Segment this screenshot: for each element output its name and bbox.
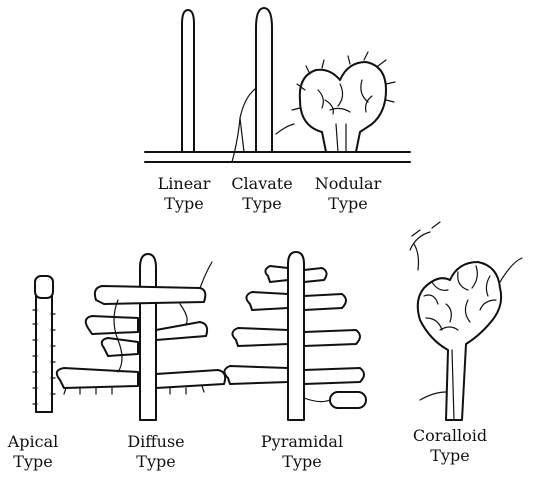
pyramidal-type-drawing	[224, 252, 366, 420]
label-apical-line1: Apical	[0, 432, 66, 452]
label-coralloid-line2: Type	[404, 446, 496, 466]
label-linear-line1: Linear	[150, 174, 218, 194]
top-baseline	[145, 152, 410, 162]
linear-type-drawing	[182, 10, 194, 152]
label-coralloid-line1: Coralloid	[404, 426, 496, 446]
label-pyramidal-type: Pyramidal Type	[256, 432, 348, 472]
label-clavate-type: Clavate Type	[224, 174, 300, 214]
label-linear-type: Linear Type	[150, 174, 218, 214]
label-nodular-type: Nodular Type	[310, 174, 386, 214]
apical-type-drawing	[33, 276, 55, 412]
coralloid-type-drawing	[410, 222, 522, 420]
diffuse-type-drawing	[57, 254, 225, 420]
label-diffuse-line2: Type	[120, 452, 192, 472]
label-apical-type: Apical Type	[0, 432, 66, 472]
label-apical-line2: Type	[0, 452, 66, 472]
label-pyramidal-line1: Pyramidal	[256, 432, 348, 452]
label-diffuse-type: Diffuse Type	[120, 432, 192, 472]
label-diffuse-line1: Diffuse	[120, 432, 192, 452]
label-linear-line2: Type	[150, 194, 218, 214]
clavate-type-drawing	[232, 8, 294, 162]
label-nodular-line2: Type	[310, 194, 386, 214]
label-coralloid-type: Coralloid Type	[404, 426, 496, 466]
label-clavate-line1: Clavate	[224, 174, 300, 194]
nodular-type-drawing	[292, 52, 395, 152]
label-pyramidal-line2: Type	[256, 452, 348, 472]
label-nodular-line1: Nodular	[310, 174, 386, 194]
label-clavate-line2: Type	[224, 194, 300, 214]
